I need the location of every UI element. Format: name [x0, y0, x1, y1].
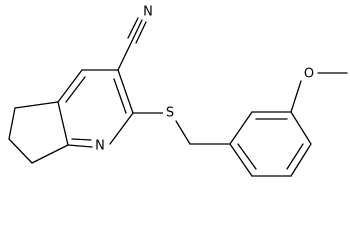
- bond-c6p-c1p: [229, 143, 253, 177]
- bond-c3-c2: [117, 69, 134, 114]
- thioether-linker: [132, 112, 231, 145]
- bond-n1-c7a: [67, 144, 93, 148]
- nitrile-group: [117, 17, 147, 71]
- bond-c4a-c4-inner: [65, 76, 86, 103]
- bond-c4a-c5: [14, 101, 59, 109]
- bond-triple-2: [127, 17, 139, 39]
- oxygen-label: O: [304, 67, 314, 82]
- bond-n1-c7a-inner: [71, 138, 92, 141]
- sulfur-label: S: [166, 106, 174, 121]
- bond-c4p-c5p: [290, 143, 312, 177]
- bond-c3p-c4p: [290, 111, 312, 145]
- bond-c3p-o: [290, 80, 302, 113]
- bond-c3-cn: [117, 40, 133, 71]
- bond-c4p-c5p-inner: [286, 143, 304, 170]
- methoxy-group: [290, 72, 348, 113]
- benzene-ring: [229, 111, 312, 177]
- bond-c7-c7a: [31, 144, 69, 164]
- bond-c6-c7: [8, 138, 33, 164]
- ring-nitrogen-label: N: [95, 139, 105, 154]
- bond-c7a-c4a: [57, 101, 69, 146]
- pyridine-ring: [57, 69, 134, 148]
- atom-labels: N N S O: [93, 5, 317, 154]
- bond-c6p-c1p-inner: [237, 143, 257, 170]
- nitrile-nitrogen-label: N: [143, 5, 153, 20]
- cyclopentane-ring: [8, 101, 69, 164]
- bond-c4a-c4: [57, 69, 83, 103]
- chemical-structure: N N S O: [8, 5, 348, 177]
- bond-s-ch2: [175, 120, 191, 145]
- bond-c2-n1: [109, 112, 134, 145]
- bond-triple-3: [135, 21, 147, 44]
- bond-c3-c2-inner: [113, 78, 127, 114]
- bond-c5-c6: [8, 107, 16, 140]
- bond-c1p-c2p: [229, 111, 253, 145]
- bond-triple-1: [131, 19, 143, 42]
